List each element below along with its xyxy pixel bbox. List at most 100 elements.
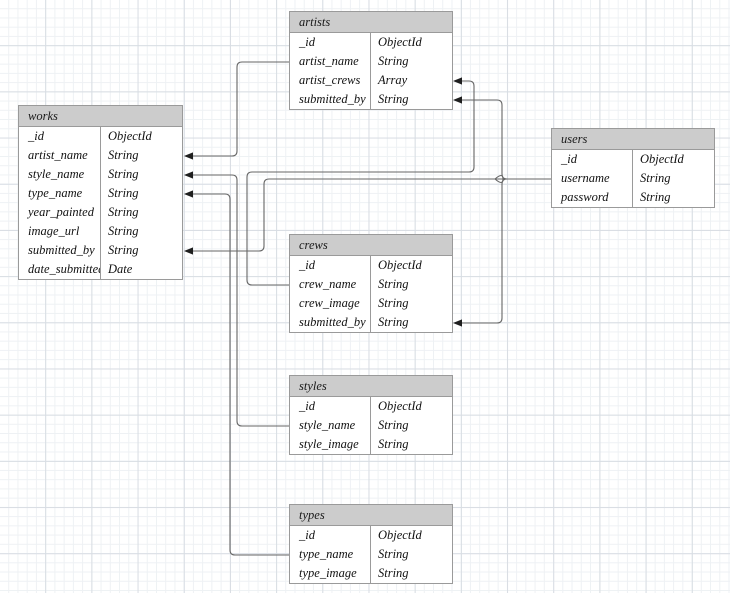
connector-styles-style_name-to-works-style_name [184, 171, 289, 427]
field-type: String [378, 418, 409, 432]
field-type: String [378, 54, 409, 68]
field-name: _id [290, 397, 371, 416]
field-name: username [552, 169, 633, 188]
field-row[interactable]: _id ObjectId [290, 526, 452, 545]
field-name: submitted_by [290, 313, 371, 332]
field-row[interactable]: crew_image String [290, 294, 452, 313]
field-row[interactable]: type_image String [290, 564, 452, 583]
field-name: type_name [19, 184, 101, 203]
connector-artists-artist_name-to-works-artist_name [184, 61, 289, 160]
field-row[interactable]: submitted_by String [19, 241, 182, 260]
entity-title-styles: styles [290, 376, 452, 397]
field-name: date_submitted [19, 260, 101, 279]
field-name: style_name [19, 165, 101, 184]
entity-title-crews: crews [290, 235, 452, 256]
field-name: submitted_by [19, 241, 101, 260]
field-type: ObjectId [108, 129, 152, 143]
field-type: ObjectId [640, 152, 684, 166]
field-row[interactable]: _id ObjectId [19, 127, 182, 146]
connector-types-type_name-to-works-type_name [184, 190, 289, 556]
field-name: submitted_by [290, 90, 371, 109]
field-row[interactable]: style_image String [290, 435, 452, 454]
connector-arrowhead [184, 247, 193, 255]
connector-arrowhead [184, 152, 193, 160]
entity-title-works: works [19, 106, 182, 127]
field-name: image_url [19, 222, 101, 241]
field-type: String [108, 148, 139, 162]
field-row[interactable]: artist_name String [19, 146, 182, 165]
connector-arrowhead [184, 190, 193, 198]
field-row[interactable]: _id ObjectId [552, 150, 714, 169]
entity-title-users: users [552, 129, 714, 150]
field-type: String [378, 296, 409, 310]
field-type: Date [108, 262, 133, 276]
entity-title-artists: artists [290, 12, 452, 33]
field-name: _id [290, 33, 371, 52]
field-type: String [378, 566, 409, 580]
connector-arrowhead [453, 96, 462, 104]
field-type: ObjectId [378, 258, 422, 272]
field-type: ObjectId [378, 399, 422, 413]
field-name: style_name [290, 416, 371, 435]
field-row[interactable]: date_submitted Date [19, 260, 182, 279]
field-row[interactable]: submitted_by String [290, 90, 452, 109]
connector-arrowhead [453, 319, 462, 327]
connector-users-username-to-crews-submitted_by [453, 178, 551, 327]
field-type: String [378, 92, 409, 106]
field-row[interactable]: submitted_by String [290, 313, 452, 332]
field-row[interactable]: style_name String [19, 165, 182, 184]
field-type: ObjectId [378, 528, 422, 542]
field-type: String [378, 277, 409, 291]
field-name: type_image [290, 564, 371, 583]
field-name: artist_crews [290, 71, 371, 90]
field-name: _id [290, 256, 371, 275]
field-row[interactable]: artist_crews Array [290, 71, 452, 90]
field-type: String [378, 547, 409, 561]
entity-title-types: types [290, 505, 452, 526]
field-row[interactable]: _id ObjectId [290, 256, 452, 275]
field-name: _id [19, 127, 101, 146]
field-name: type_name [290, 545, 371, 564]
field-type: ObjectId [378, 35, 422, 49]
field-name: _id [290, 526, 371, 545]
field-row[interactable]: crew_name String [290, 275, 452, 294]
field-type: String [378, 437, 409, 451]
field-name: crew_name [290, 275, 371, 294]
field-name: artist_name [19, 146, 101, 165]
field-name: password [552, 188, 633, 207]
field-row[interactable]: style_name String [290, 416, 452, 435]
field-type: String [108, 205, 139, 219]
field-name: year_painted [19, 203, 101, 222]
field-type: Array [378, 73, 408, 87]
field-name: crew_image [290, 294, 371, 313]
connector-arrowhead [453, 77, 462, 85]
field-row[interactable]: _id ObjectId [290, 33, 452, 52]
field-name: artist_name [290, 52, 371, 71]
connector-line-jump [494, 174, 504, 184]
field-type: String [108, 243, 139, 257]
connector-arrowhead [184, 171, 193, 179]
field-row[interactable]: year_painted String [19, 203, 182, 222]
connector-users-username-to-artists-submitted_by [453, 96, 551, 180]
field-row[interactable]: username String [552, 169, 714, 188]
field-type: String [108, 186, 139, 200]
field-row[interactable]: _id ObjectId [290, 397, 452, 416]
field-type: String [640, 171, 671, 185]
field-row[interactable]: type_name String [19, 184, 182, 203]
field-row[interactable]: artist_name String [290, 52, 452, 71]
field-name: _id [552, 150, 633, 169]
field-row[interactable]: type_name String [290, 545, 452, 564]
field-type: String [640, 190, 671, 204]
field-row[interactable]: password String [552, 188, 714, 207]
field-type: String [378, 315, 409, 329]
field-type: String [108, 167, 139, 181]
field-name: style_image [290, 435, 371, 454]
